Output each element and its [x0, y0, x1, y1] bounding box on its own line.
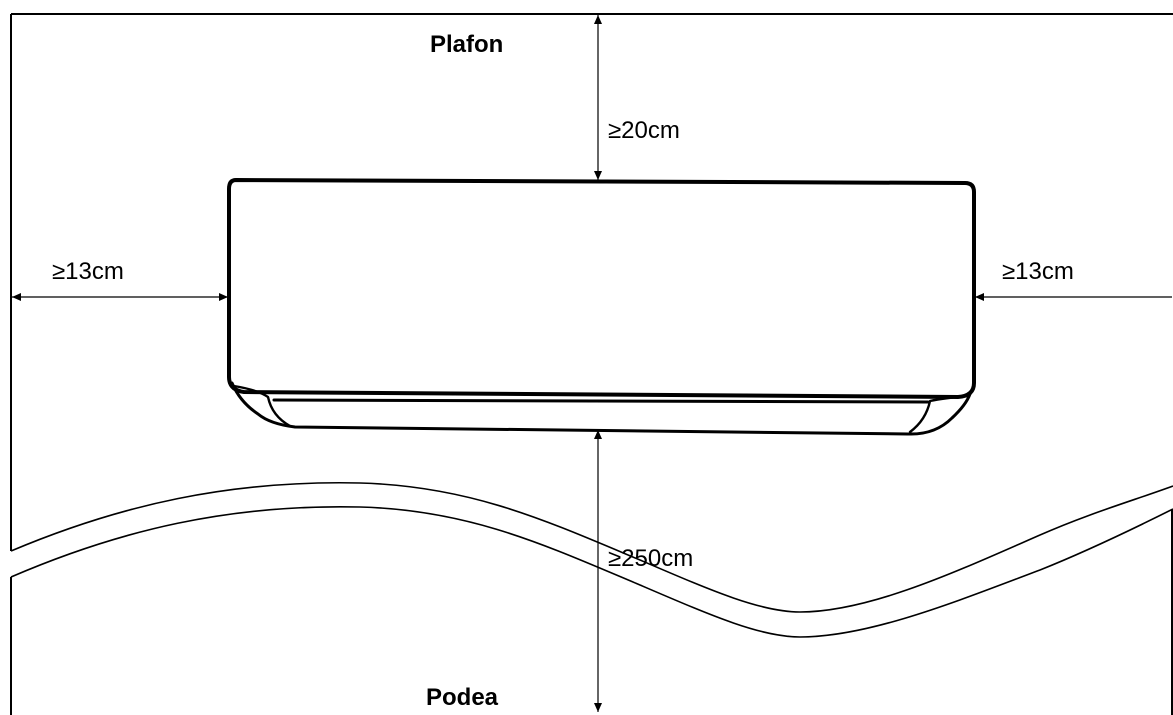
ac-unit-body — [227, 178, 976, 399]
left-clearance-label: ≥13cm — [52, 258, 124, 285]
ac-right-louver — [908, 394, 970, 434]
ac-indoor-unit — [227, 178, 976, 436]
bottom-clearance-label: ≥250cm — [608, 545, 694, 572]
dimension-arrows — [12, 14, 1172, 712]
break-line-upper — [10, 481, 1173, 613]
break-line-lower — [10, 505, 1173, 638]
ceiling-label: Plafon — [430, 31, 504, 58]
ac-left-louver — [232, 384, 292, 428]
room-outline — [10, 13, 1173, 715]
right-clearance-label: ≥13cm — [1002, 258, 1074, 285]
floor-label: Podea — [426, 684, 499, 711]
ac-unit-bottom-panel — [230, 381, 972, 436]
top-clearance-label: ≥20cm — [608, 117, 680, 144]
wall-break-lines — [10, 481, 1173, 638]
ac-vent-line — [272, 398, 930, 404]
